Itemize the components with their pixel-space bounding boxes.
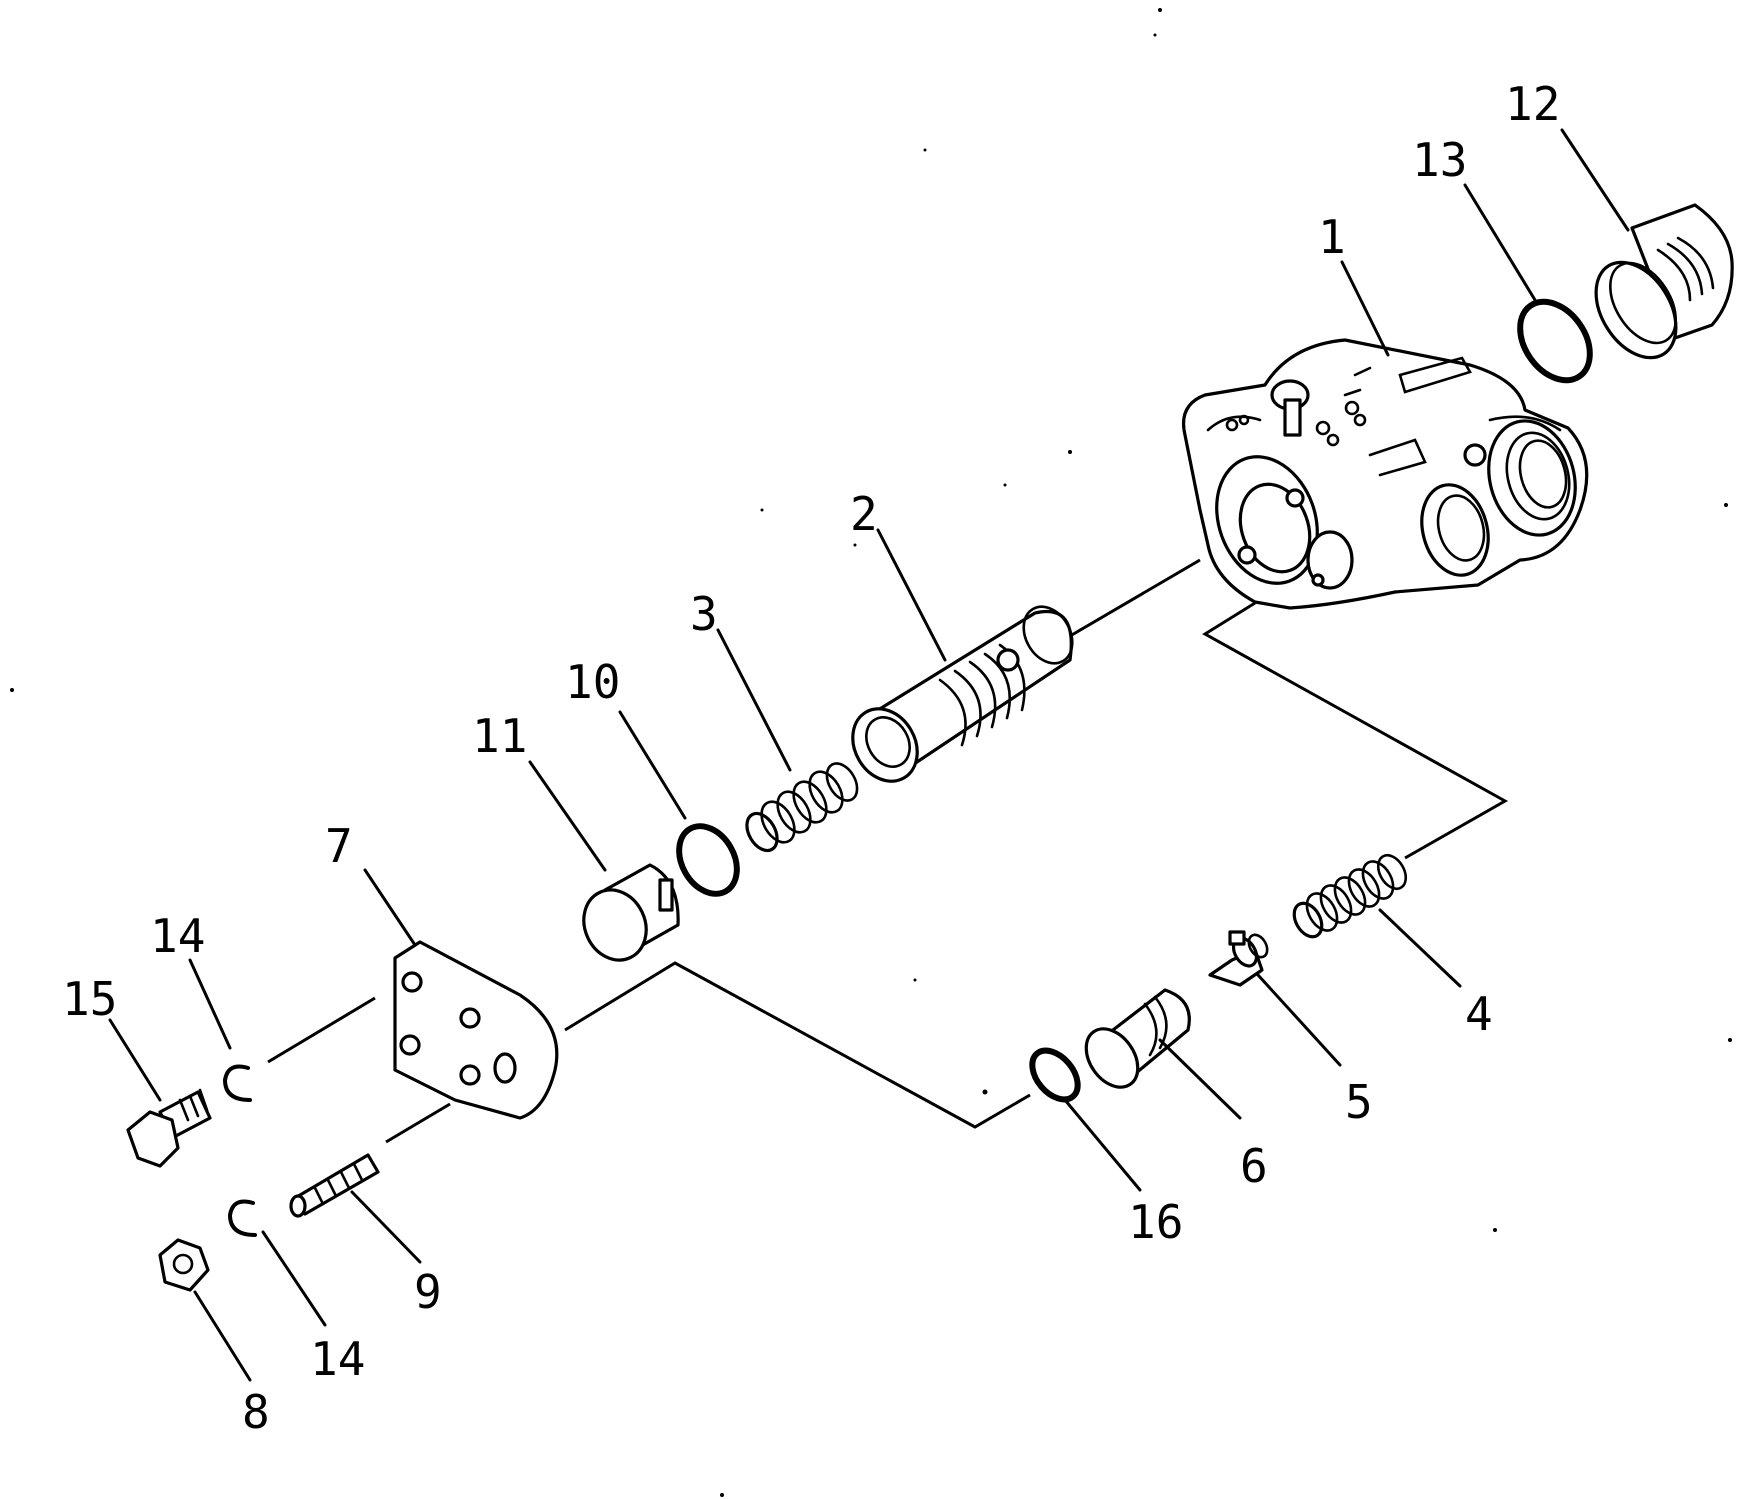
leader-14a (188, 958, 232, 1050)
part-9-stud (289, 1153, 380, 1218)
callout-16: 16 (1128, 1195, 1183, 1249)
axis-line-cover-oring16 (564, 961, 1031, 1129)
callout-14a: 14 (150, 909, 205, 963)
callout-5: 5 (1345, 1075, 1373, 1129)
part-12-plug (1594, 203, 1734, 360)
part-15-bolt (126, 1088, 212, 1168)
leader-4 (1378, 908, 1462, 988)
leader-7 (363, 868, 417, 947)
callout-15: 15 (62, 972, 117, 1026)
part-2-spool (851, 605, 1074, 783)
leader-11 (528, 760, 607, 872)
callout-13: 13 (1412, 133, 1467, 187)
assembly-lines (267, 558, 1509, 1144)
leader-2 (876, 528, 947, 662)
axis-line-body-spring4 (1202, 601, 1509, 860)
part-8-nut (158, 1238, 210, 1292)
axis-line-stud-cover (385, 1102, 451, 1144)
part-11-plug (582, 863, 680, 962)
part-5-poppet (1208, 930, 1269, 987)
axis-line-washer-cover (267, 996, 376, 1064)
leader-10 (618, 710, 687, 820)
leader-6 (1158, 1038, 1242, 1120)
leader-1 (1340, 260, 1390, 357)
callout-4: 4 (1465, 987, 1493, 1041)
part-3-spring (745, 762, 859, 853)
callout-3: 3 (690, 587, 718, 641)
part-1-valve-body (1182, 338, 1589, 610)
leader-5 (1256, 973, 1342, 1067)
callout-9: 9 (414, 1265, 442, 1319)
callout-7: 7 (325, 819, 353, 873)
part-16-o-ring (1029, 1047, 1081, 1103)
part-6-plug (1084, 988, 1191, 1089)
part-13-o-ring (1517, 298, 1593, 384)
scan-specks (10, 8, 1732, 1497)
leader-9 (350, 1190, 422, 1264)
part-14-washer-upper (222, 1064, 252, 1102)
part-10-o-ring (676, 823, 740, 897)
leader-15 (108, 1018, 162, 1102)
callout-2: 2 (850, 487, 878, 541)
leader-13 (1463, 183, 1537, 302)
callout-14b: 14 (310, 1332, 365, 1386)
callout-12: 12 (1505, 77, 1560, 131)
leader-lines (108, 128, 1630, 1382)
leader-14b (261, 1230, 327, 1327)
leader-3 (716, 628, 792, 772)
callout-6: 6 (1240, 1139, 1268, 1193)
leader-16 (1063, 1098, 1142, 1192)
axis-line-body-spool (1069, 558, 1201, 638)
leader-8 (193, 1290, 252, 1382)
leader-12 (1560, 128, 1630, 232)
callout-1: 1 (1318, 210, 1346, 264)
callout-10: 10 (565, 655, 620, 709)
part-7-cover (393, 940, 559, 1120)
part-14-washer-lower (227, 1199, 257, 1237)
callout-11: 11 (472, 709, 527, 763)
callouts: 1 2 3 4 5 6 7 8 9 10 11 12 13 14 14 15 1… (62, 77, 1560, 1439)
part-4-spring (1292, 853, 1408, 939)
callout-8: 8 (242, 1385, 270, 1439)
